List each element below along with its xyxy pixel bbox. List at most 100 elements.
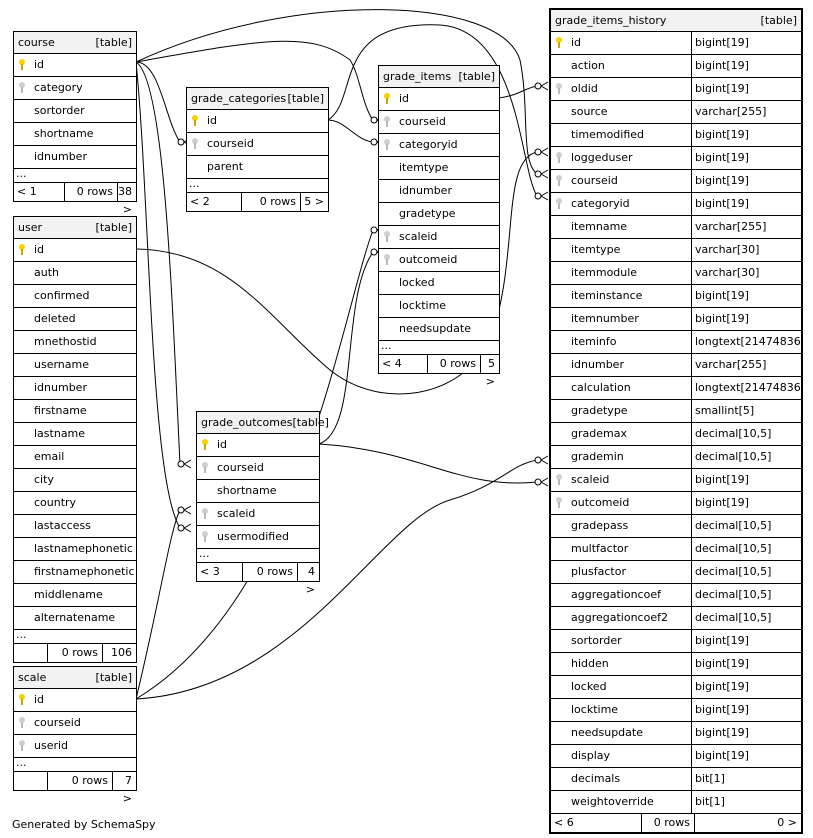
column-row[interactable]: lastaccess	[14, 515, 136, 538]
user-header[interactable]: user[table]	[14, 217, 136, 239]
column-row[interactable]: courseid	[197, 457, 319, 480]
column-row[interactable]: id	[14, 239, 136, 262]
column-row[interactable]: locked	[379, 272, 499, 295]
parents-link[interactable]: < 3	[197, 563, 243, 581]
parents-link[interactable]: < 4	[379, 355, 428, 373]
parents-link[interactable]: < 1	[14, 183, 65, 201]
column-row[interactable]: courseid	[187, 133, 328, 156]
column-row[interactable]: idnumber	[14, 146, 136, 169]
column-row[interactable]: lastnamephonetic	[14, 538, 136, 561]
column-row[interactable]: idnumber	[379, 180, 499, 203]
column-row[interactable]: categoryid	[379, 134, 499, 157]
column-row[interactable]: country	[14, 492, 136, 515]
parents-link[interactable]: < 6	[551, 814, 642, 832]
course-header[interactable]: course[table]	[14, 32, 136, 54]
column-row[interactable]: locktime	[379, 295, 499, 318]
column-row[interactable]: sortorder	[14, 100, 136, 123]
column-row[interactable]: category	[14, 77, 136, 100]
grade-items-header[interactable]: grade_items[table]	[379, 66, 499, 88]
column-row[interactable]: deleted	[14, 308, 136, 331]
column-row[interactable]: city	[14, 469, 136, 492]
scale-header[interactable]: scale[table]	[14, 667, 136, 689]
grade-outcomes-header[interactable]: grade_outcomes[table]	[197, 412, 329, 434]
column-row[interactable]: shortname	[197, 480, 319, 503]
column-row[interactable]: id	[187, 110, 328, 133]
column-row[interactable]: outcomeid	[379, 249, 499, 272]
column-row[interactable]: courseid	[14, 712, 136, 735]
column-row[interactable]: parent	[187, 156, 328, 179]
parents-link[interactable]: < 2	[187, 193, 242, 211]
children-link[interactable]: 5 >	[304, 195, 324, 208]
column-row[interactable]: id	[379, 88, 499, 111]
column-row[interactable]: mnethostid	[14, 331, 136, 354]
column-row[interactable]: gradetype	[379, 203, 499, 226]
column-row[interactable]: confirmed	[14, 285, 136, 308]
children-link[interactable]: 5 >	[485, 357, 495, 388]
children-link[interactable]: 106 >	[111, 646, 132, 677]
column-row[interactable]: scaleid	[379, 226, 499, 249]
column-row[interactable]: courseid	[379, 111, 499, 134]
column-row[interactable]: idnumber	[14, 377, 136, 400]
column-row[interactable]: id	[14, 689, 136, 712]
column-row[interactable]: id	[14, 54, 136, 77]
column-row[interactable]: email	[14, 446, 136, 469]
parents-link[interactable]	[14, 644, 48, 662]
grade-categories-header[interactable]: grade_categories[table]	[187, 88, 328, 110]
column-row[interactable]: username	[14, 354, 136, 377]
column-row[interactable]: scaleid	[197, 503, 319, 526]
grade-items-history-header[interactable]: grade_items_history[table]	[551, 10, 801, 32]
column-row[interactable]: needsupdate	[379, 318, 499, 341]
children-link[interactable]: 38 >	[118, 185, 132, 216]
column-row[interactable]: itemtype	[379, 157, 499, 180]
column-row[interactable]: alternatename	[14, 607, 136, 630]
column-row[interactable]: usermodified	[197, 526, 319, 549]
column-row[interactable]: lastname	[14, 423, 136, 446]
column-row[interactable]: userid	[14, 735, 136, 758]
children-link[interactable]: 4 >	[305, 565, 315, 596]
column-row[interactable]: shortname	[14, 123, 136, 146]
column-row[interactable]: id	[197, 434, 319, 457]
column-row[interactable]: firstname	[14, 400, 136, 423]
children-link[interactable]: 7 >	[122, 774, 132, 805]
column-row[interactable]: firstnamephonetic	[14, 561, 136, 584]
column-row[interactable]: middlename	[14, 584, 136, 607]
